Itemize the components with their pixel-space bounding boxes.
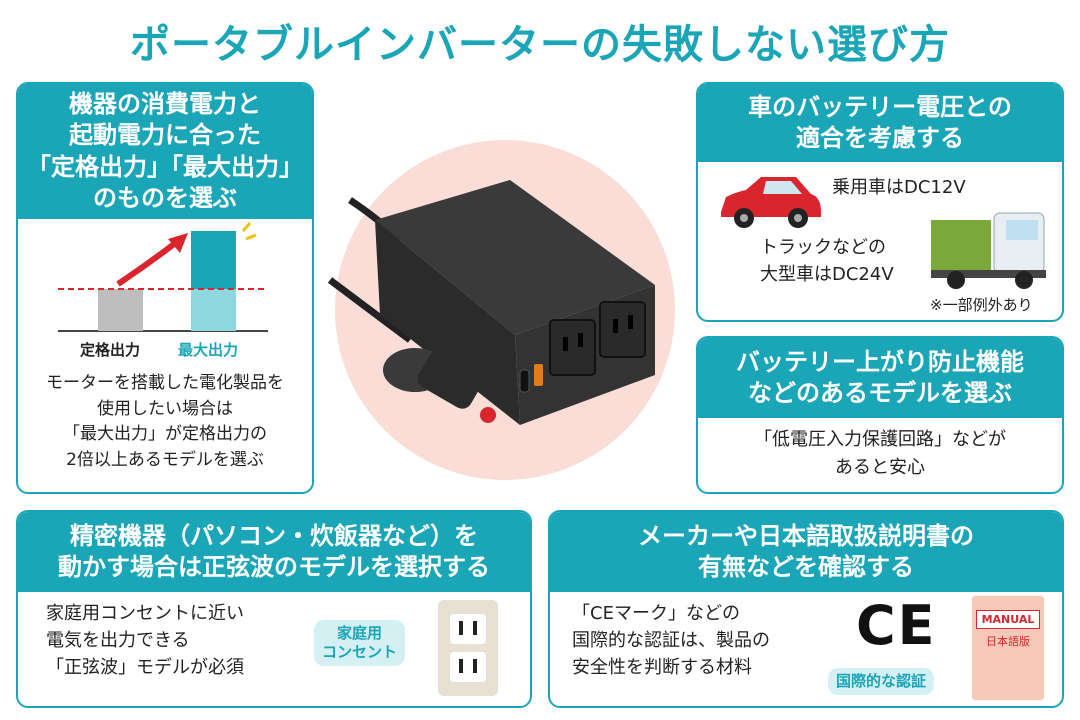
maker-manual-heading: メーカーや日本語取扱説明書の 有無などを確認する	[550, 512, 1062, 592]
sine-wave-text: 家庭用コンセントに近い 電気を出力できる 「正弦波」モデルが必須	[46, 600, 244, 681]
heading-line: 有無などを確認する	[698, 553, 914, 581]
heading-line: 動かす場合は正弦波のモデルを選択する	[58, 553, 490, 581]
power-rating-heading: 機器の消費電力と 起動電力に合った 「定格出力」「最大出力」 のものを選ぶ	[18, 84, 312, 219]
heading-line: のものを選ぶ	[93, 183, 237, 212]
drain-protection-body: 「低電圧入力保護回路」などが あると安心	[698, 418, 1062, 482]
household-outlet-tag: 家庭用 コンセント	[314, 620, 406, 666]
description-line: 2倍以上あるモデルを選ぶ	[66, 449, 264, 470]
description-line: 「最大出力」が定格出力の	[63, 424, 267, 444]
description-line: モーターを搭載した電化製品を	[46, 373, 284, 393]
rated-output-label: 定格出力	[80, 341, 141, 359]
truck-text-line: トラックなどの	[760, 237, 886, 258]
sine-wave-card: 精密機器（パソコン・炊飯器など）を 動かす場合は正弦波のモデルを選択する 家庭用…	[16, 510, 532, 708]
body-line: 「正弦波」モデルが必須	[46, 657, 244, 678]
body-line: 電気を出力できる	[46, 630, 190, 651]
body-line: あると安心	[835, 456, 925, 478]
power-description: モーターを搭載した電化製品を 使用したい場合は 「最大出力」が定格出力の 2倍以…	[18, 369, 312, 473]
outlet-icon	[438, 600, 498, 696]
sine-wave-heading: 精密機器（パソコン・炊飯器など）を 動かす場合は正弦波のモデルを選択する	[18, 512, 530, 592]
manual-title: MANUAL	[976, 610, 1040, 629]
maker-text: 「CEマーク」などの 国際的な認証は、製品の 安全性を判断する材料	[572, 600, 770, 681]
truck-voltage-text: トラックなどの 大型車はDC24V	[760, 234, 894, 288]
drain-protection-card: バッテリー上がり防止機能 などのあるモデルを選ぶ 「低電圧入力保護回路」などが …	[696, 336, 1064, 494]
heading-line: 車のバッテリー電圧との	[748, 92, 1012, 121]
sine-wave-body: 家庭用コンセントに近い 電気を出力できる 「正弦波」モデルが必須 家庭用 コンセ…	[18, 592, 530, 706]
heading-line: 機器の消費電力と	[69, 90, 261, 119]
page-title: ポータブルインバーターの失敗しない選び方	[130, 22, 950, 68]
battery-voltage-heading: 車のバッテリー電圧との 適合を考慮する	[698, 84, 1062, 162]
truck-text-line: 大型車はDC24V	[760, 264, 894, 285]
up-arrow-icon	[116, 238, 180, 287]
exception-note: ※一部例外あり	[930, 296, 1033, 314]
international-cert-tag: 国際的な認証	[828, 668, 935, 695]
maker-manual-body: 「CEマーク」などの 国際的な認証は、製品の 安全性を判断する材料 CE 国際的…	[550, 592, 1062, 706]
rated-bar	[98, 289, 143, 331]
maker-manual-card: メーカーや日本語取扱説明書の 有無などを確認する 「CEマーク」などの 国際的な…	[548, 510, 1064, 708]
max-bar-lower	[191, 289, 236, 331]
body-line: 「CEマーク」などの	[572, 603, 740, 624]
power-bar-graphic: 定格出力 最大出力	[18, 219, 312, 369]
ce-mark: CE	[856, 594, 937, 657]
body-line: 安全性を判断する材料	[572, 657, 752, 678]
tag-line: 家庭用	[337, 624, 383, 642]
power-rating-card: 機器の消費電力と 起動電力に合った 「定格出力」「最大出力」 のものを選ぶ 定格…	[16, 82, 314, 494]
drain-protection-heading: バッテリー上がり防止機能 などのあるモデルを選ぶ	[698, 338, 1062, 418]
max-bar-upper	[191, 231, 236, 289]
battery-voltage-body: 乗用車はDC12V トラックなどの 大型車はDC24V ※一部例外あり	[698, 162, 1062, 320]
max-output-label: 最大出力	[178, 341, 239, 359]
truck-icon	[931, 212, 1046, 289]
inverter-illustration	[327, 140, 675, 480]
heading-line: バッテリー上がり防止機能	[736, 347, 1024, 376]
manual-book-icon: MANUAL 日本語版	[972, 596, 1044, 700]
car-icon	[721, 177, 821, 228]
manual-subtitle: 日本語版	[986, 635, 1030, 648]
body-line: 家庭用コンセントに近い	[46, 603, 244, 624]
tag-line: コンセント	[322, 642, 398, 661]
battery-voltage-card: 車のバッテリー電圧との 適合を考慮する 乗用車はDC12V トラックなどの 大型…	[696, 82, 1064, 322]
bar-svg	[58, 222, 268, 332]
body-line: 「低電圧入力保護回路」などが	[754, 429, 1006, 450]
heading-line: などのあるモデルを選ぶ	[748, 379, 1012, 407]
heading-line: 起動電力に合った	[69, 121, 261, 150]
heading-line: メーカーや日本語取扱説明書の	[638, 521, 974, 550]
heading-line: 「定格出力」「最大出力」	[27, 152, 303, 181]
description-line: 使用したい場合は	[97, 398, 233, 419]
body-line: 国際的な認証は、製品の	[572, 630, 770, 651]
heading-line: 適合を考慮する	[796, 124, 964, 152]
heading-line: 精密機器（パソコン・炊飯器など）を	[70, 521, 478, 550]
car-voltage-text: 乗用車はDC12V	[832, 177, 966, 198]
